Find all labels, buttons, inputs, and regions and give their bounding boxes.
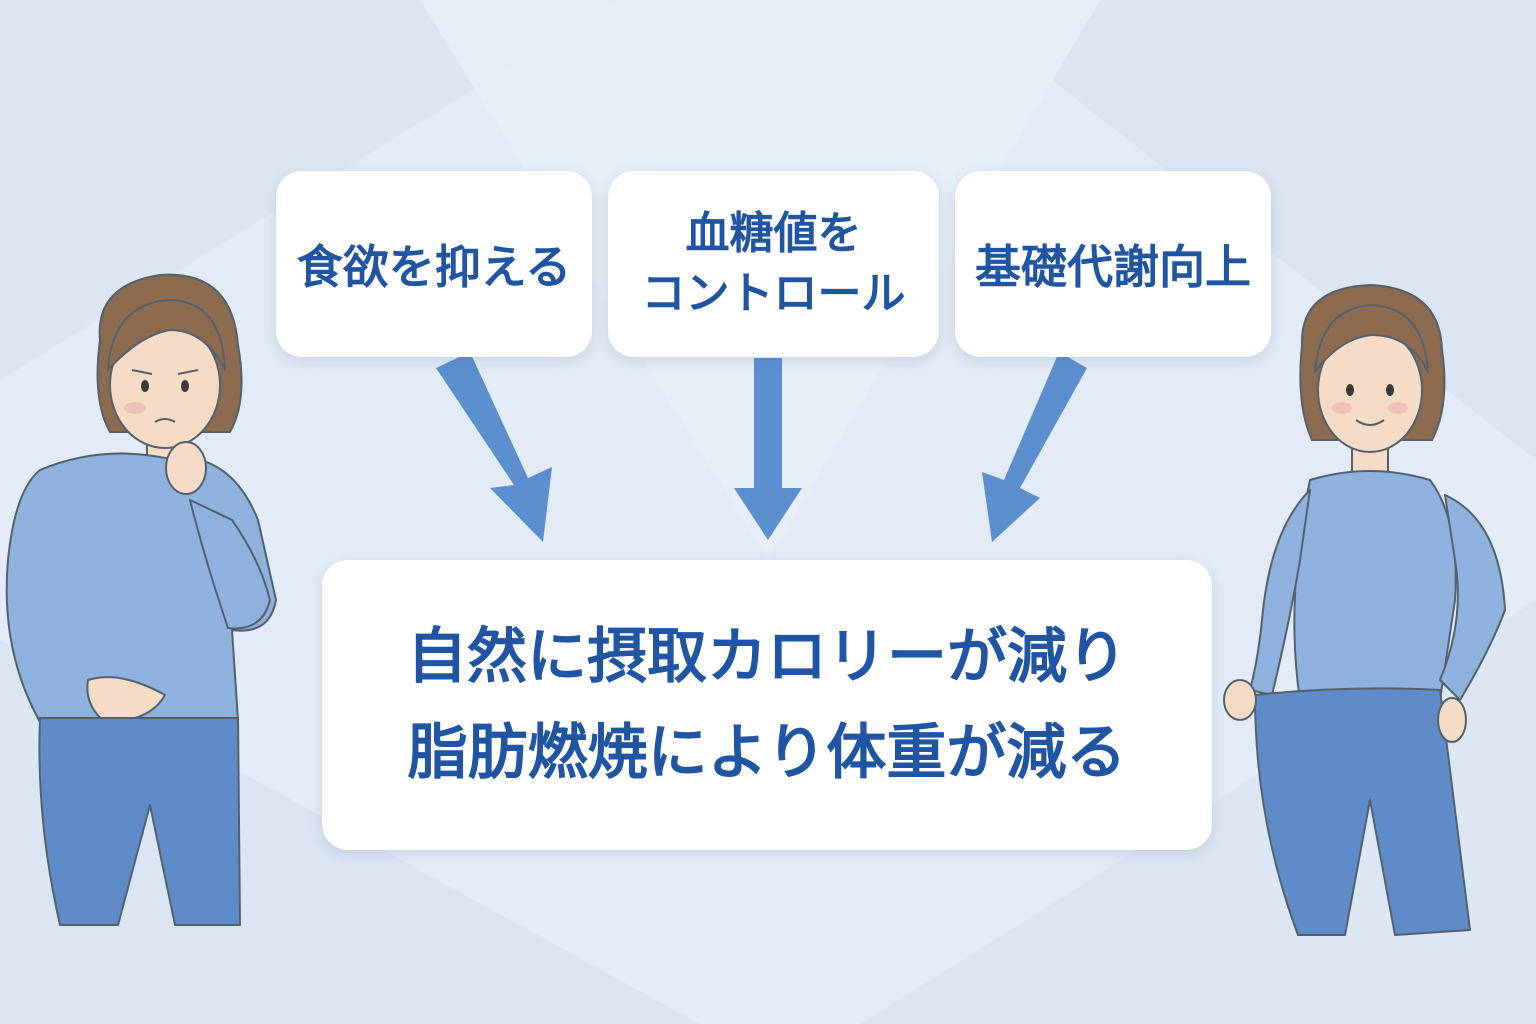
arrow-center: [734, 358, 802, 540]
factor-box-blood-sugar: 血糖値を コントロール: [608, 171, 939, 357]
result-line-1: 自然に摂取カロリーが減り: [407, 622, 1127, 692]
result-box: 自然に摂取カロリーが減り 脂肪燃焼により体重が減る: [322, 560, 1212, 850]
happy-woman-illustration: [1223, 284, 1506, 936]
factor-label: 食欲を抑える: [296, 240, 572, 294]
arrow-right: [982, 352, 1087, 542]
factor-box-metabolism: 基礎代謝向上: [955, 171, 1271, 357]
result-line-2: 脂肪燃焼により体重が減る: [407, 718, 1127, 788]
arrow-left: [436, 352, 552, 542]
factor-box-appetite: 食欲を抑える: [276, 171, 592, 357]
worried-woman-illustration: [5, 273, 277, 926]
factor-label: 基礎代謝向上: [975, 240, 1251, 294]
factor-label-line-2: コントロール: [641, 268, 906, 319]
factor-label-line-1: 血糖値を: [685, 208, 862, 259]
